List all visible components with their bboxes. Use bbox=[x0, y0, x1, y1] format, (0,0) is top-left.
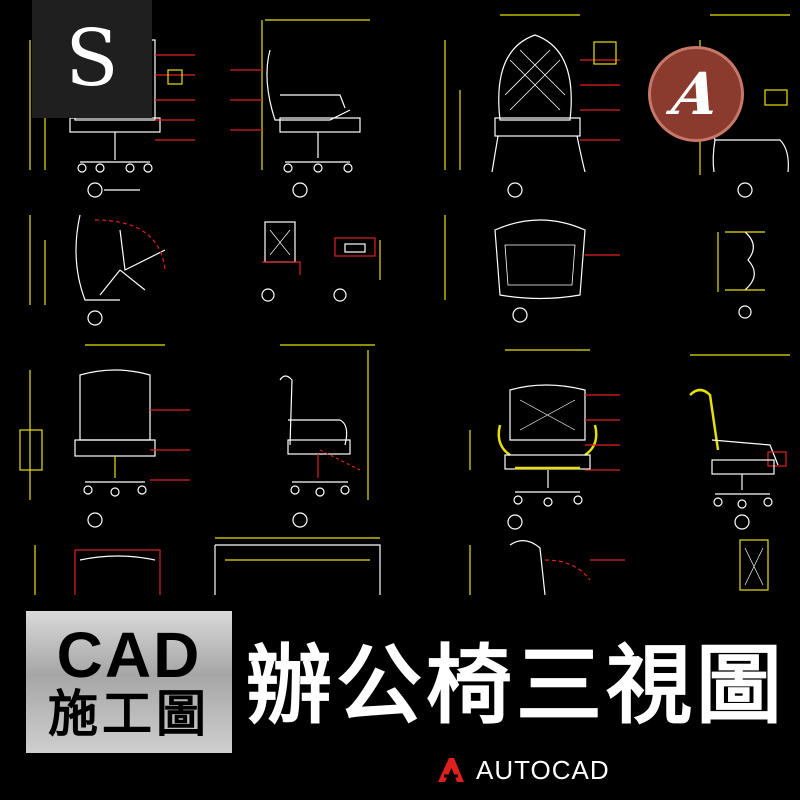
chair-side-view-2 bbox=[279, 344, 375, 528]
chair-tufted-side-view bbox=[689, 354, 790, 530]
desk-section-view bbox=[214, 537, 381, 595]
brand-logo-letter: S bbox=[65, 14, 119, 104]
profile-detail bbox=[333, 237, 381, 302]
chair-section-view bbox=[29, 214, 166, 326]
cad-label-line1: CAD bbox=[56, 618, 202, 691]
chair-detail-view bbox=[469, 540, 625, 595]
chair-front-view-2 bbox=[19, 344, 190, 528]
chair-side-view-1 bbox=[230, 19, 370, 198]
product-title: 辦公椅三視圖 bbox=[246, 635, 786, 736]
autocad-badge-icon: A bbox=[648, 46, 744, 142]
leg-detail bbox=[717, 231, 765, 319]
chair-classic-front-view bbox=[444, 14, 620, 198]
autocad-logo-icon bbox=[438, 758, 464, 782]
chair-bottom-view bbox=[34, 545, 161, 595]
software-name: AUTOCAD bbox=[476, 754, 610, 785]
cushion-detail bbox=[261, 221, 301, 302]
chair-top-view bbox=[444, 215, 620, 323]
autocad-badge-letter: A bbox=[668, 60, 724, 128]
brand-logo: S bbox=[32, 0, 152, 118]
chair-tufted-front-view bbox=[469, 349, 620, 530]
title-banner: CAD 施工圖 辦公椅三視圖 AUTOCAD bbox=[0, 595, 800, 800]
cad-label-line2: 施工圖 bbox=[48, 684, 210, 743]
software-label: AUTOCAD bbox=[436, 755, 610, 785]
carving-detail bbox=[739, 539, 769, 591]
cad-label-box: CAD 施工圖 bbox=[26, 611, 232, 753]
